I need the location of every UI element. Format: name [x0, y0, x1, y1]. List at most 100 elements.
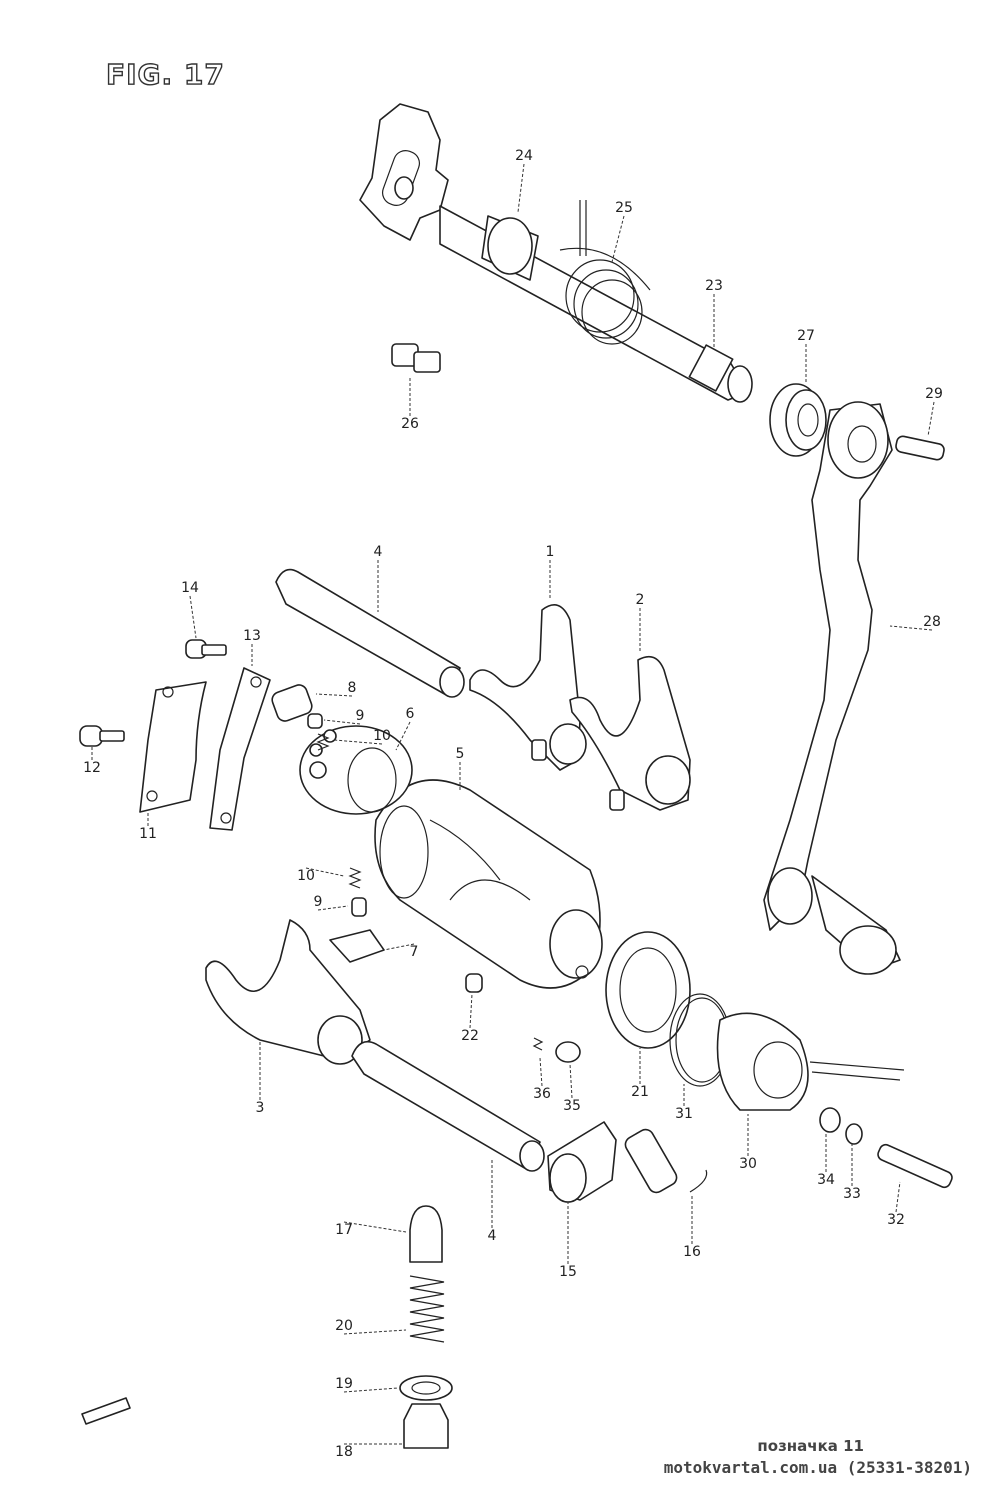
fork-shaft-4-lower: [351, 1040, 545, 1172]
callout-label-p32: 32: [887, 1212, 905, 1228]
callout-label-p2: 2: [636, 592, 645, 608]
callout-leader-p14: [189, 595, 197, 639]
stopper-15: [547, 1121, 617, 1203]
washer-33: [845, 1123, 863, 1145]
callout-leader-p22: [469, 993, 473, 1029]
gearshift-lever-28: [763, 401, 901, 975]
pin-22: [465, 973, 483, 993]
callout-label-p7: 7: [410, 944, 419, 960]
callout-label-p9a: 9: [356, 708, 365, 724]
washer-34: [819, 1107, 841, 1133]
callout-leader-p9b: [317, 905, 349, 911]
callout-label-p23: 23: [705, 278, 723, 294]
callout-label-p15: 15: [559, 1264, 577, 1280]
callout-label-p35: 35: [563, 1098, 581, 1114]
callout-label-p24: 24: [515, 148, 533, 164]
callout-label-p3: 3: [256, 1100, 265, 1116]
oil-seal-27: [769, 383, 827, 457]
bolt-26: [391, 343, 441, 373]
callout-label-p29: 29: [925, 386, 943, 402]
callout-leader-p10b: [305, 867, 345, 877]
callout-label-p16: 16: [683, 1244, 701, 1260]
callout-leader-p32: [895, 1181, 901, 1213]
shift-fork-3: [205, 919, 371, 1065]
gasket-21: [605, 931, 691, 1049]
callout-label-p27: 27: [797, 328, 815, 344]
pin-36-washer-35: [532, 1037, 581, 1063]
callout-label-p4b: 4: [488, 1228, 497, 1244]
plug-18: [403, 1403, 449, 1449]
callout-label-p8: 8: [348, 680, 357, 696]
spring-16: [624, 1128, 708, 1194]
callout-leader-p7: [383, 943, 415, 951]
callout-leader-p29: [927, 401, 935, 437]
callout-label-p13: 13: [243, 628, 261, 644]
callout-label-p6: 6: [406, 706, 415, 722]
callout-label-p11: 11: [139, 826, 157, 842]
callout-label-p21: 21: [631, 1084, 649, 1100]
bolt-29: [895, 435, 945, 461]
spring-20: [409, 1275, 445, 1343]
callout-leader-p36: [539, 1057, 543, 1087]
callout-label-p12: 12: [83, 760, 101, 776]
callout-leader-p6: [395, 721, 411, 751]
callout-leader-p20: [343, 1329, 407, 1335]
callout-label-p14: 14: [181, 580, 199, 596]
callout-label-p17: 17: [335, 1222, 353, 1238]
callout-leader-p8: [315, 693, 353, 697]
callout-label-p34: 34: [817, 1172, 835, 1188]
callout-label-p26: 26: [401, 416, 419, 432]
gearshift-shaft-assembly: [359, 103, 753, 403]
spring-10-lower: [348, 867, 362, 889]
neutral-switch-30: [716, 1012, 905, 1111]
callout-label-p30: 30: [739, 1156, 757, 1172]
cap-17: [409, 1205, 443, 1263]
callout-label-p10b: 10: [297, 868, 315, 884]
callout-label-p10a: 10: [373, 728, 391, 744]
callout-leader-p9a: [323, 719, 361, 725]
front-arrow-icon: [81, 1397, 131, 1425]
fork-shaft-4-upper: [275, 568, 465, 698]
callout-label-p36: 36: [533, 1086, 551, 1102]
callout-label-p25: 25: [615, 200, 633, 216]
figure-title: FIG. 17: [105, 57, 225, 91]
plate-11: [139, 681, 207, 813]
shift-fork-1: [469, 604, 587, 771]
stopper-plate-13: [209, 667, 271, 831]
callout-label-p28: 28: [923, 614, 941, 630]
callout-leader-p10a: [333, 739, 383, 745]
callout-label-p4a: 4: [374, 544, 383, 560]
screw-12: [79, 725, 125, 747]
footer-note: позначка 11: [757, 1437, 864, 1455]
washer-19: [399, 1375, 453, 1401]
part-callouts: 1234456789910101112131415161718192021222…: [83, 148, 943, 1460]
callout-label-p19: 19: [335, 1376, 353, 1392]
callout-leader-p35: [569, 1063, 573, 1099]
bolt-32: [877, 1143, 953, 1189]
callout-label-p5: 5: [456, 746, 465, 762]
callout-label-p9b: 9: [314, 894, 323, 910]
callout-label-p18: 18: [335, 1444, 353, 1460]
pin-9-upper: [307, 713, 323, 729]
callout-label-p31: 31: [675, 1106, 693, 1122]
shift-fork-2: [569, 655, 691, 811]
callout-leader-p17: [343, 1221, 407, 1233]
pin-9-lower: [351, 897, 367, 917]
cam-driven-gear-6: [299, 725, 413, 815]
screw-14: [185, 639, 227, 659]
callout-leader-p25: [611, 215, 625, 263]
spring-10-upper: [316, 733, 330, 751]
callout-leader-p28: [889, 625, 933, 631]
callout-label-p33: 33: [843, 1186, 861, 1202]
pawl-8: [271, 684, 313, 722]
callout-label-p22: 22: [461, 1028, 479, 1044]
footer-source: motokvartal.com.ua (25331-38201): [663, 1458, 972, 1477]
callout-leader-p19: [343, 1387, 399, 1393]
callout-leader-p24: [517, 163, 525, 213]
callout-label-p1: 1: [546, 544, 555, 560]
shift-cam-drum-5: [374, 779, 603, 989]
guide-7: [329, 929, 385, 963]
callout-label-p20: 20: [335, 1318, 353, 1334]
